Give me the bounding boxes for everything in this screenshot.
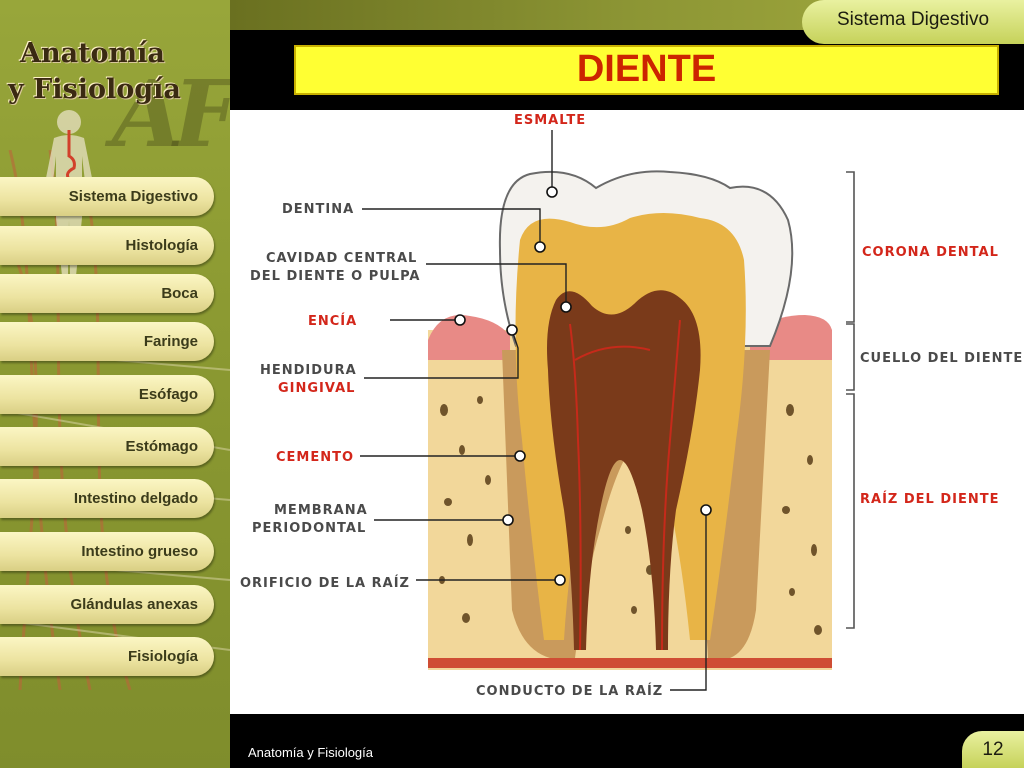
label-cavidad-line1: CAVIDAD CENTRAL	[266, 251, 417, 266]
nav-fisiologia[interactable]: Fisiología	[0, 637, 214, 676]
label-cemento: CEMENTO	[276, 450, 354, 465]
label-conducto: CONDUCTO DE LA RAÍZ	[476, 683, 663, 699]
nav-faringe[interactable]: Faringe	[0, 322, 214, 361]
nav-intestino-delgado[interactable]: Intestino delgado	[0, 479, 214, 518]
label-encia: ENCÍA	[308, 313, 357, 329]
brand-line-2: y Fisiología	[8, 74, 181, 105]
tooth-illustration: ESMALTE DENTINA CAVIDAD CENTRAL DEL DIEN…	[240, 113, 1023, 699]
blood-vessels	[569, 319, 681, 651]
nav-estomago[interactable]: Estómago	[0, 427, 214, 466]
nav-boca[interactable]: Boca	[0, 274, 214, 313]
label-hendidura-line1: HENDIDURA	[260, 363, 357, 378]
label-membrana-line2: PERIODONTAL	[252, 521, 366, 536]
label-cuello: CUELLO DEL DIENTE	[860, 351, 1023, 366]
label-dentina: DENTINA	[282, 202, 354, 217]
label-raiz: RAÍZ DEL DIENTE	[860, 491, 999, 507]
leader-lines	[360, 130, 707, 691]
label-membrana-line1: MEMBRANA	[274, 503, 368, 518]
label-esmalte: ESMALTE	[514, 113, 586, 128]
brand-line-1: Anatomía	[20, 38, 165, 69]
section-tab: Sistema Digestivo	[802, 0, 1024, 44]
footer-text: Anatomía y Fisiología	[248, 745, 374, 760]
label-hendidura-line2: GINGIVAL	[278, 381, 355, 396]
label-corona: CORONA DENTAL	[862, 245, 999, 260]
page-number: 12	[962, 731, 1024, 768]
sidebar: AF Anatomía y Fisiología Sistema Digesti…	[0, 0, 230, 768]
label-cavidad-line2: DEL DIENTE O PULPA	[250, 269, 420, 284]
brand-title: Anatomía y Fisiología	[8, 36, 208, 108]
tooth-diagram: ESMALTE DENTINA CAVIDAD CENTRAL DEL DIEN…	[230, 110, 1024, 714]
nav-esofago[interactable]: Esófago	[0, 375, 214, 414]
nav-glandulas-anexas[interactable]: Glándulas anexas	[0, 585, 214, 624]
region-brackets	[846, 171, 855, 629]
nav-intestino-grueso[interactable]: Intestino grueso	[0, 532, 214, 571]
label-markers	[454, 186, 712, 586]
slide-title: DIENTE	[294, 45, 999, 95]
base-vessel	[428, 658, 832, 668]
nav-histologia[interactable]: Histología	[0, 226, 214, 265]
label-orificio: ORIFICIO DE LA RAÍZ	[240, 575, 410, 591]
nav-sistema-digestivo[interactable]: Sistema Digestivo	[0, 177, 214, 216]
pulp	[547, 290, 701, 650]
decorative-letters: AF	[112, 60, 230, 168]
gum-left	[428, 315, 510, 360]
